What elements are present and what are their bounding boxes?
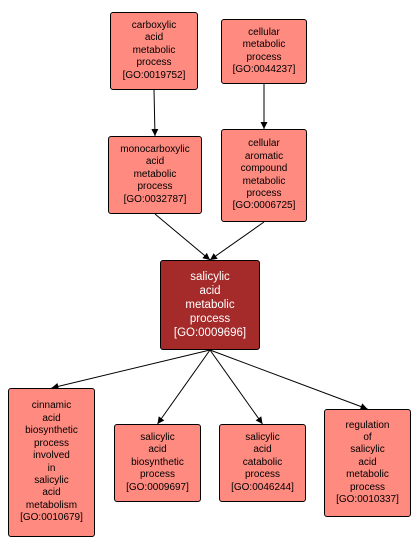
term-name-line: acid — [42, 487, 61, 499]
term-name-line: involved — [33, 450, 70, 462]
go-id-label: [GO:0006725] — [232, 200, 296, 212]
go-id-label: [GO:0046244] — [231, 481, 294, 493]
term-name-line: acid — [199, 285, 221, 297]
term-name-line: compound — [240, 163, 288, 175]
edge-arrow — [209, 349, 263, 425]
term-name-line: process — [244, 469, 280, 481]
go-id-label: [GO:0010679] — [20, 512, 83, 524]
term-name-line: metabolic — [242, 175, 286, 187]
term-name-line: process — [246, 187, 282, 199]
term-name-line: acid — [358, 456, 377, 468]
edge-arrow — [209, 221, 265, 261]
term-name-line: metabolic — [133, 168, 177, 180]
edge-arrow — [151, 89, 159, 137]
edge-arrow — [157, 349, 211, 425]
term-name-line: carboxylic — [131, 19, 177, 31]
term-name-line: acid — [148, 444, 167, 456]
edge-arrow — [51, 349, 211, 390]
term-name-line: process — [246, 51, 282, 63]
term-name-line: monocarboxylic — [120, 143, 190, 155]
term-name-line: salicylic — [34, 474, 69, 486]
term-name-line: aromatic — [244, 150, 284, 162]
term-name-line: regulation — [345, 419, 390, 431]
term-name-line: acid — [144, 32, 164, 44]
go-id-label: [GO:0009697] — [126, 481, 189, 493]
term-name-line: process — [136, 57, 172, 69]
term-name-line: metabolic — [346, 469, 389, 481]
term-name-line: acid — [253, 444, 272, 456]
term-name-line: of — [363, 431, 372, 443]
go-id-label: [GO:0032787] — [123, 193, 187, 205]
term-name-line: biosynthetic — [25, 425, 78, 437]
go-id-label: [GO:0044237] — [232, 63, 296, 75]
term-name-line: process — [349, 481, 385, 493]
term-name-line: biosynthetic — [131, 456, 184, 468]
term-name-line: metabolic — [242, 39, 286, 51]
go-term-node-salicylic-acid-metabolic-process[interactable]: salicylic acid metabolic process [GO:0009696… — [160, 260, 260, 350]
edge-arrow — [154, 213, 211, 261]
term-name-line: metabolism — [25, 499, 78, 511]
term-name-line: in — [47, 462, 56, 474]
term-name-line: salicylic — [190, 271, 230, 283]
term-name-line: cinnamic — [31, 400, 72, 412]
term-name-line: catabolic — [242, 456, 283, 468]
go-id-label: [GO:0009696] — [173, 327, 247, 339]
term-name-line: cellular — [248, 26, 280, 38]
term-name-line: process — [189, 313, 231, 325]
term-name-line: salicylic — [350, 444, 385, 456]
go-id-label: [GO:0019752] — [122, 69, 186, 81]
term-name-line: metabolic — [185, 299, 235, 311]
term-name-line: metabolic — [132, 44, 176, 56]
term-name-line: salicylic — [245, 431, 280, 443]
go-id-label: [GO:0010337] — [336, 494, 399, 506]
edge-arrow — [209, 349, 368, 410]
term-name-line: process — [137, 181, 173, 193]
term-name-line: cellular — [248, 138, 280, 150]
term-name-line: salicylic — [140, 431, 175, 443]
term-name-line: acid — [145, 156, 165, 168]
term-name-line: process — [139, 469, 175, 481]
term-name-line: acid — [42, 412, 61, 424]
term-name-line: process — [33, 437, 69, 449]
